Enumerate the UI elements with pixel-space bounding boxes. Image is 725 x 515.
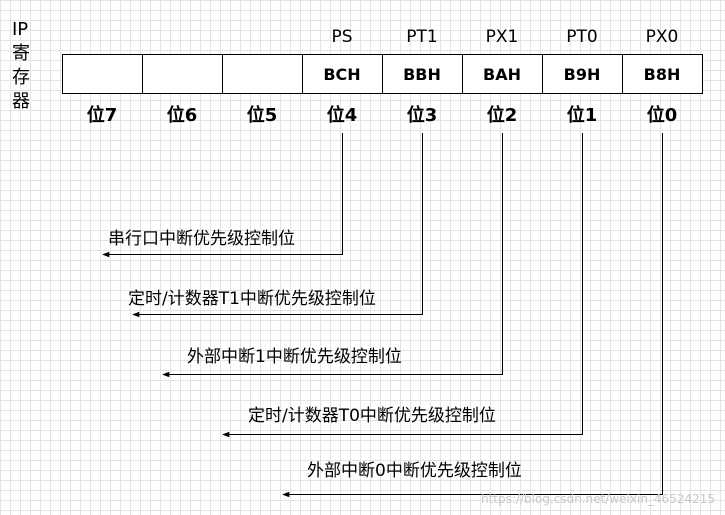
flag-px1: PX1: [486, 27, 519, 47]
address-bch: BCH: [323, 65, 360, 84]
address-bah: BAH: [483, 65, 521, 84]
bit-label-1: 位1: [567, 104, 598, 126]
register-label-char-3: 器: [12, 91, 30, 112]
bit-label-5: 位5: [247, 104, 278, 126]
bit-label-3: 位3: [407, 104, 438, 126]
connector-ps: [102, 133, 343, 258]
connector-pt1: [132, 133, 423, 318]
flag-px0: PX0: [646, 27, 679, 47]
register-cell-bit0: [622, 54, 703, 94]
flag-pt0: PT0: [566, 27, 597, 47]
address-b9h: B9H: [564, 65, 601, 84]
register-cell-bit5: [222, 54, 303, 94]
register-cell-bit2: [462, 54, 543, 94]
desc-pt0: 定时/计数器T0中断优先级控制位: [248, 406, 496, 426]
bit-labels: 位7 位6 位5 位4 位3 位2 位1 位0: [87, 104, 678, 126]
bit-label-6: 位6: [167, 104, 198, 126]
register-cell-bit4: [302, 54, 383, 94]
bit-label-7: 位7: [87, 104, 118, 126]
descriptions: 串行口中断优先级控制位 定时/计数器T1中断优先级控制位 外部中断1中断优先级控…: [108, 229, 522, 481]
register-label-char-2: 存: [12, 67, 30, 88]
register-label: IP 寄 存 器: [12, 19, 30, 112]
register-cell-bit6: [142, 54, 223, 94]
flag-ps: PS: [331, 27, 352, 47]
connector-pt0: [222, 133, 583, 438]
connector-px0: [282, 133, 663, 498]
register-label-char-0: IP: [12, 19, 28, 40]
flag-names: PS PT1 PX1 PT0 PX0: [331, 27, 678, 47]
bit-label-0: 位0: [647, 104, 678, 126]
desc-pt1: 定时/计数器T1中断优先级控制位: [128, 289, 376, 309]
connectors: [102, 133, 663, 498]
register-cell-bit7: [62, 54, 143, 94]
watermark: https://blog.csdn.net/weixin_46524215: [481, 492, 715, 506]
bit-label-2: 位2: [487, 104, 518, 126]
address-b8h: B8H: [644, 65, 681, 84]
desc-ps: 串行口中断优先级控制位: [108, 229, 295, 249]
flag-pt1: PT1: [406, 27, 437, 47]
desc-px0: 外部中断0中断优先级控制位: [307, 461, 522, 481]
connector-px1: [162, 133, 503, 378]
address-bbh: BBH: [403, 65, 441, 84]
bit-addresses: BCH BBH BAH B9H B8H: [323, 65, 680, 84]
bit-label-4: 位4: [327, 104, 358, 126]
desc-px1: 外部中断1中断优先级控制位: [187, 347, 402, 367]
register-cells: [62, 54, 703, 94]
register-label-char-1: 寄: [12, 43, 30, 64]
register-cell-bit3: [382, 54, 463, 94]
